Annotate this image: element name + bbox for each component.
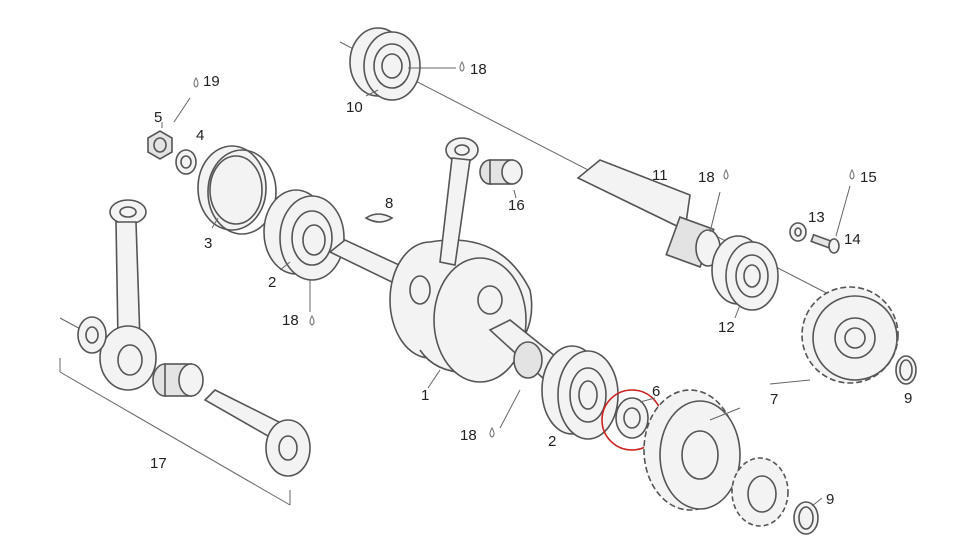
label-18-left: 18 bbox=[282, 312, 299, 329]
label-4: 4 bbox=[196, 127, 204, 144]
label-1: 1 bbox=[421, 387, 429, 404]
label-9-lower: 9 bbox=[826, 491, 834, 508]
bolt-14 bbox=[810, 233, 840, 254]
bearing-2-right bbox=[541, 345, 619, 440]
key-8 bbox=[364, 213, 394, 223]
label-15: 15 bbox=[860, 169, 877, 186]
oil-drop-icons bbox=[193, 60, 855, 438]
gear-7-lower bbox=[643, 389, 741, 511]
label-18-right: 18 bbox=[698, 169, 715, 186]
connecting-rod-upper bbox=[439, 137, 479, 266]
gear-small bbox=[731, 457, 789, 527]
label-2-left: 2 bbox=[268, 274, 276, 291]
connecting-rod-17 bbox=[77, 199, 157, 391]
gear-7-upper bbox=[801, 286, 899, 384]
label-5: 5 bbox=[154, 109, 162, 126]
drop-icon bbox=[193, 76, 199, 88]
crank-pin-17 bbox=[203, 389, 311, 477]
label-11: 11 bbox=[652, 167, 668, 184]
label-12: 12 bbox=[718, 319, 735, 336]
ring-3 bbox=[197, 145, 277, 235]
nut-5 bbox=[147, 130, 173, 160]
circlip-9-upper bbox=[895, 355, 917, 385]
label-6: 6 bbox=[652, 383, 660, 400]
label-8: 8 bbox=[385, 195, 393, 212]
label-3: 3 bbox=[204, 235, 212, 252]
drop-icon bbox=[849, 168, 855, 180]
drop-icon bbox=[309, 314, 315, 326]
part-labels: 1 2 2 3 4 5 6 7 8 9 9 10 11 12 13 14 15 … bbox=[150, 61, 912, 508]
drop-icon bbox=[459, 60, 465, 72]
bearing-10 bbox=[349, 27, 421, 101]
label-18-bottom: 18 bbox=[460, 427, 477, 444]
needle-bearing-17 bbox=[152, 363, 204, 397]
label-7-lower: 7 bbox=[770, 391, 778, 408]
circlip-9-lower bbox=[793, 501, 819, 535]
needle-bearing-16 bbox=[479, 159, 523, 185]
label-19: 19 bbox=[203, 73, 220, 90]
drop-icon bbox=[723, 168, 729, 180]
washer-13 bbox=[789, 222, 807, 242]
kit-bracket-line bbox=[59, 371, 291, 506]
crankshaft-1 bbox=[328, 239, 562, 383]
bearing-12 bbox=[711, 235, 779, 311]
label-16: 16 bbox=[508, 197, 525, 214]
leader-lines bbox=[161, 67, 851, 507]
label-18-top: 18 bbox=[470, 61, 487, 78]
shaft-11 bbox=[576, 159, 721, 268]
bearing-2-left bbox=[263, 189, 345, 281]
washer-4 bbox=[175, 149, 197, 175]
drop-icon bbox=[489, 426, 495, 438]
label-13: 13 bbox=[808, 209, 825, 226]
label-9-upper: 9 bbox=[904, 390, 912, 407]
spacer-6 bbox=[615, 397, 649, 439]
label-14: 14 bbox=[844, 231, 861, 248]
label-17: 17 bbox=[150, 455, 167, 472]
label-10: 10 bbox=[346, 99, 363, 116]
label-2-right: 2 bbox=[548, 433, 556, 450]
